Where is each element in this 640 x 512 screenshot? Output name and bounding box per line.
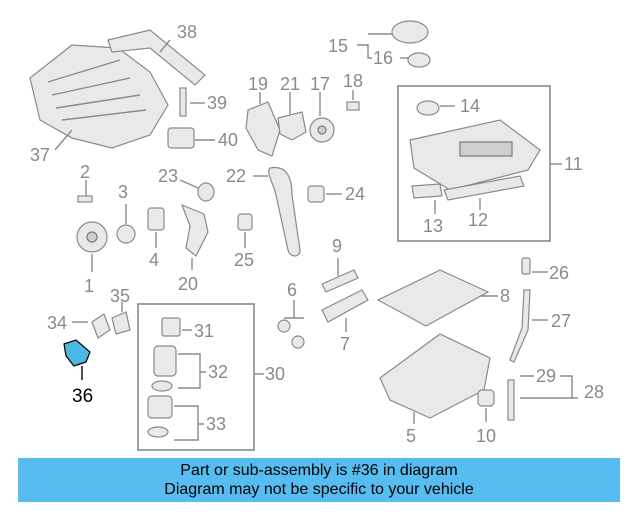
banner-line-2: Diagram may not be specific to your vehi… <box>164 481 474 498</box>
leader-28-29 <box>520 375 578 399</box>
label-39[interactable]: 39 <box>207 93 227 113</box>
label-11[interactable]: 11 <box>564 154 583 174</box>
label-13[interactable]: 13 <box>423 216 443 236</box>
part-clip-18[interactable] <box>346 101 360 111</box>
label-5[interactable]: 5 <box>406 426 416 446</box>
part-dipstick-29[interactable] <box>507 379 515 421</box>
label-17[interactable]: 17 <box>310 74 330 94</box>
label-7[interactable]: 7 <box>340 334 350 354</box>
leader-38 <box>159 39 171 53</box>
leader-37 <box>54 129 73 151</box>
label-16[interactable]: 16 <box>373 48 393 68</box>
part-dipstick-tube[interactable] <box>509 289 531 363</box>
part-idler-25[interactable] <box>237 213 253 231</box>
part-oil-pan[interactable] <box>379 333 491 419</box>
label-4[interactable]: 4 <box>149 250 159 270</box>
label-29[interactable]: 29 <box>536 366 556 386</box>
label-33[interactable]: 33 <box>206 414 226 434</box>
part-intake-manifold[interactable] <box>29 44 169 149</box>
label-24[interactable]: 24 <box>345 184 365 204</box>
label-26[interactable]: 26 <box>549 263 569 283</box>
part-gasket-13[interactable] <box>411 183 443 199</box>
part-pump-4[interactable] <box>147 207 165 231</box>
label-23[interactable]: 23 <box>158 166 178 186</box>
label-25[interactable]: 25 <box>234 250 254 270</box>
label-10[interactable]: 10 <box>476 426 496 446</box>
part-sprocket[interactable] <box>309 117 335 143</box>
part-timing-cover[interactable] <box>245 101 281 157</box>
part-seal-23[interactable] <box>197 182 215 202</box>
part-pulley[interactable] <box>76 221 108 253</box>
part-idler-24[interactable] <box>307 185 325 203</box>
label-1[interactable]: 1 <box>84 276 94 296</box>
part-gasket-12[interactable] <box>443 175 525 201</box>
part-bolt-2[interactable] <box>77 195 93 203</box>
label-28[interactable]: 28 <box>584 382 604 402</box>
label-2[interactable]: 2 <box>80 162 90 182</box>
label-9[interactable]: 9 <box>332 236 342 256</box>
leader-33 <box>174 405 204 441</box>
part-tensioner[interactable] <box>277 111 307 141</box>
part-cap-seal[interactable] <box>407 52 431 68</box>
part-filter-32[interactable] <box>151 345 177 392</box>
label-40[interactable]: 40 <box>218 130 238 150</box>
label-22[interactable]: 22 <box>226 166 246 186</box>
part-bolt-39[interactable] <box>179 87 187 117</box>
part-34[interactable] <box>91 313 111 339</box>
label-21[interactable]: 21 <box>280 74 300 94</box>
label-27[interactable]: 27 <box>551 311 571 331</box>
part-7[interactable] <box>321 289 369 323</box>
leader-6 <box>284 300 304 319</box>
part-valve-cover[interactable] <box>409 119 541 191</box>
label-6[interactable]: 6 <box>287 280 297 300</box>
part-pan-gasket[interactable] <box>376 269 490 327</box>
part-oil-cap[interactable] <box>391 20 429 44</box>
label-30[interactable]: 30 <box>265 364 285 384</box>
part-drain-10[interactable] <box>477 389 495 407</box>
part-gear-3[interactable] <box>116 224 136 244</box>
part-6[interactable] <box>277 319 305 349</box>
label-8[interactable]: 8 <box>500 286 510 306</box>
part-sensor-40[interactable] <box>167 127 195 149</box>
banner-line-1: Part or sub-assembly is #36 in diagram <box>180 462 458 479</box>
part-bracket-20[interactable] <box>180 203 209 257</box>
label-12[interactable]: 12 <box>468 210 488 230</box>
part-dipstick-handle[interactable] <box>521 257 531 275</box>
label-18[interactable]: 18 <box>343 71 363 91</box>
label-35[interactable]: 35 <box>110 286 130 306</box>
part-timing-belt[interactable] <box>268 166 301 257</box>
part-31[interactable] <box>161 317 181 337</box>
label-19[interactable]: 19 <box>248 74 268 94</box>
label-34[interactable]: 34 <box>47 313 67 333</box>
label-36[interactable]: 36 <box>72 386 93 407</box>
part-seal-14[interactable] <box>416 100 440 116</box>
label-31[interactable]: 31 <box>194 321 214 341</box>
part-36-highlighted[interactable] <box>63 339 91 367</box>
leader-32 <box>178 353 206 389</box>
info-banner: Part or sub-assembly is #36 in diagram D… <box>18 458 620 502</box>
label-38[interactable]: 38 <box>177 22 197 42</box>
label-14[interactable]: 14 <box>460 96 480 116</box>
leader-15 <box>357 33 392 59</box>
label-20[interactable]: 20 <box>178 274 198 294</box>
leader-23 <box>179 179 199 189</box>
label-3[interactable]: 3 <box>118 182 128 202</box>
label-37[interactable]: 37 <box>30 145 50 165</box>
part-manifold-gasket[interactable] <box>107 29 206 86</box>
part-9[interactable] <box>321 269 359 293</box>
part-filter-33[interactable] <box>147 395 173 438</box>
part-35[interactable] <box>111 311 131 335</box>
label-15[interactable]: 15 <box>328 36 348 56</box>
box-oil-filter <box>137 303 255 451</box>
label-32[interactable]: 32 <box>208 362 228 382</box>
